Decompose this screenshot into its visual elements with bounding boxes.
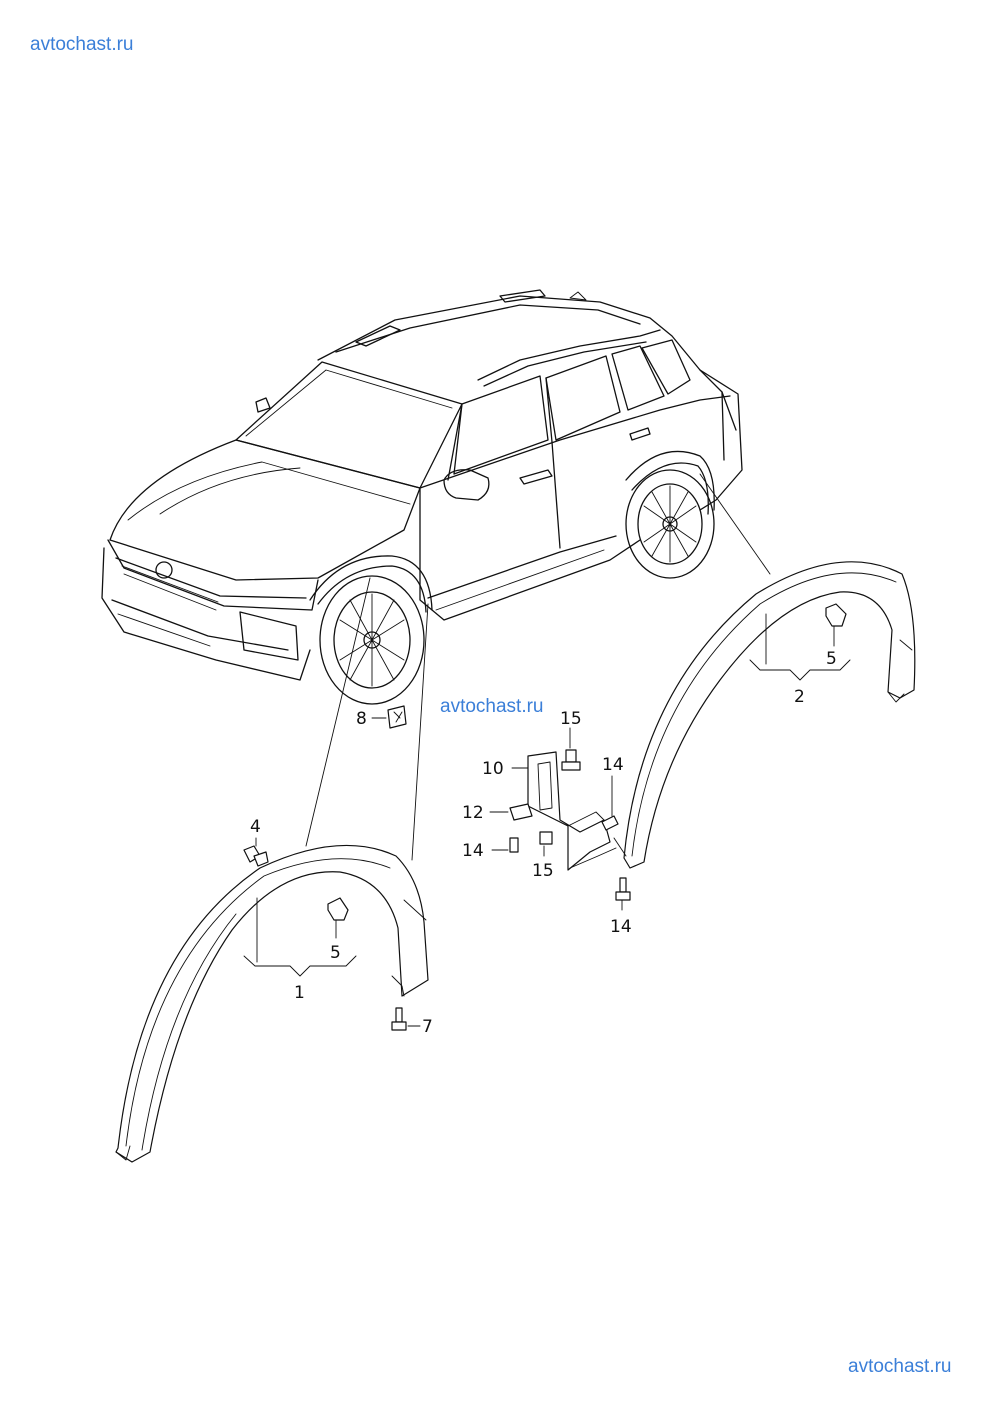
callout-15-bottom: 15 — [532, 861, 554, 881]
callout-14-bottom: 14 — [610, 917, 632, 937]
callout-5-rear: 5 — [826, 649, 837, 669]
callout-7: 7 — [422, 1017, 433, 1037]
leader-rear-arch — [699, 473, 771, 575]
leader-front-arch-left — [305, 577, 371, 847]
clip-8 — [387, 705, 407, 729]
front-wheel-arch-trim — [115, 844, 429, 1163]
callout-12: 12 — [462, 803, 484, 823]
screw-14-rear — [615, 877, 631, 901]
bracket-1 — [243, 955, 357, 977]
screw-7 — [391, 1007, 407, 1031]
rear-wheel-arch-trim — [623, 561, 916, 869]
callout-10: 10 — [482, 759, 504, 779]
callout-4: 4 — [250, 817, 261, 837]
fastener-4 — [243, 845, 269, 867]
bracket-2 — [749, 659, 851, 681]
callout-8: 8 — [356, 709, 367, 729]
callout-5-front: 5 — [330, 943, 341, 963]
mudflap-bracket-assembly — [509, 749, 619, 871]
clip-5-front — [327, 897, 349, 921]
callout-14-left: 14 — [462, 841, 484, 861]
callout-14-right: 14 — [602, 755, 624, 775]
watermark-top-left: avtochast.ru — [30, 34, 134, 55]
vehicle-illustration — [101, 289, 743, 705]
leader-rear-arch-bracket — [613, 837, 627, 857]
clip-5-rear — [825, 603, 847, 627]
callout-1: 1 — [294, 983, 305, 1003]
watermark-center: avtochast.ru — [440, 696, 544, 717]
callout-15-top: 15 — [560, 709, 582, 729]
leader-front-arch-right — [411, 603, 429, 861]
callout-2: 2 — [794, 687, 805, 707]
watermark-bottom-right: avtochast.ru — [848, 1356, 952, 1377]
